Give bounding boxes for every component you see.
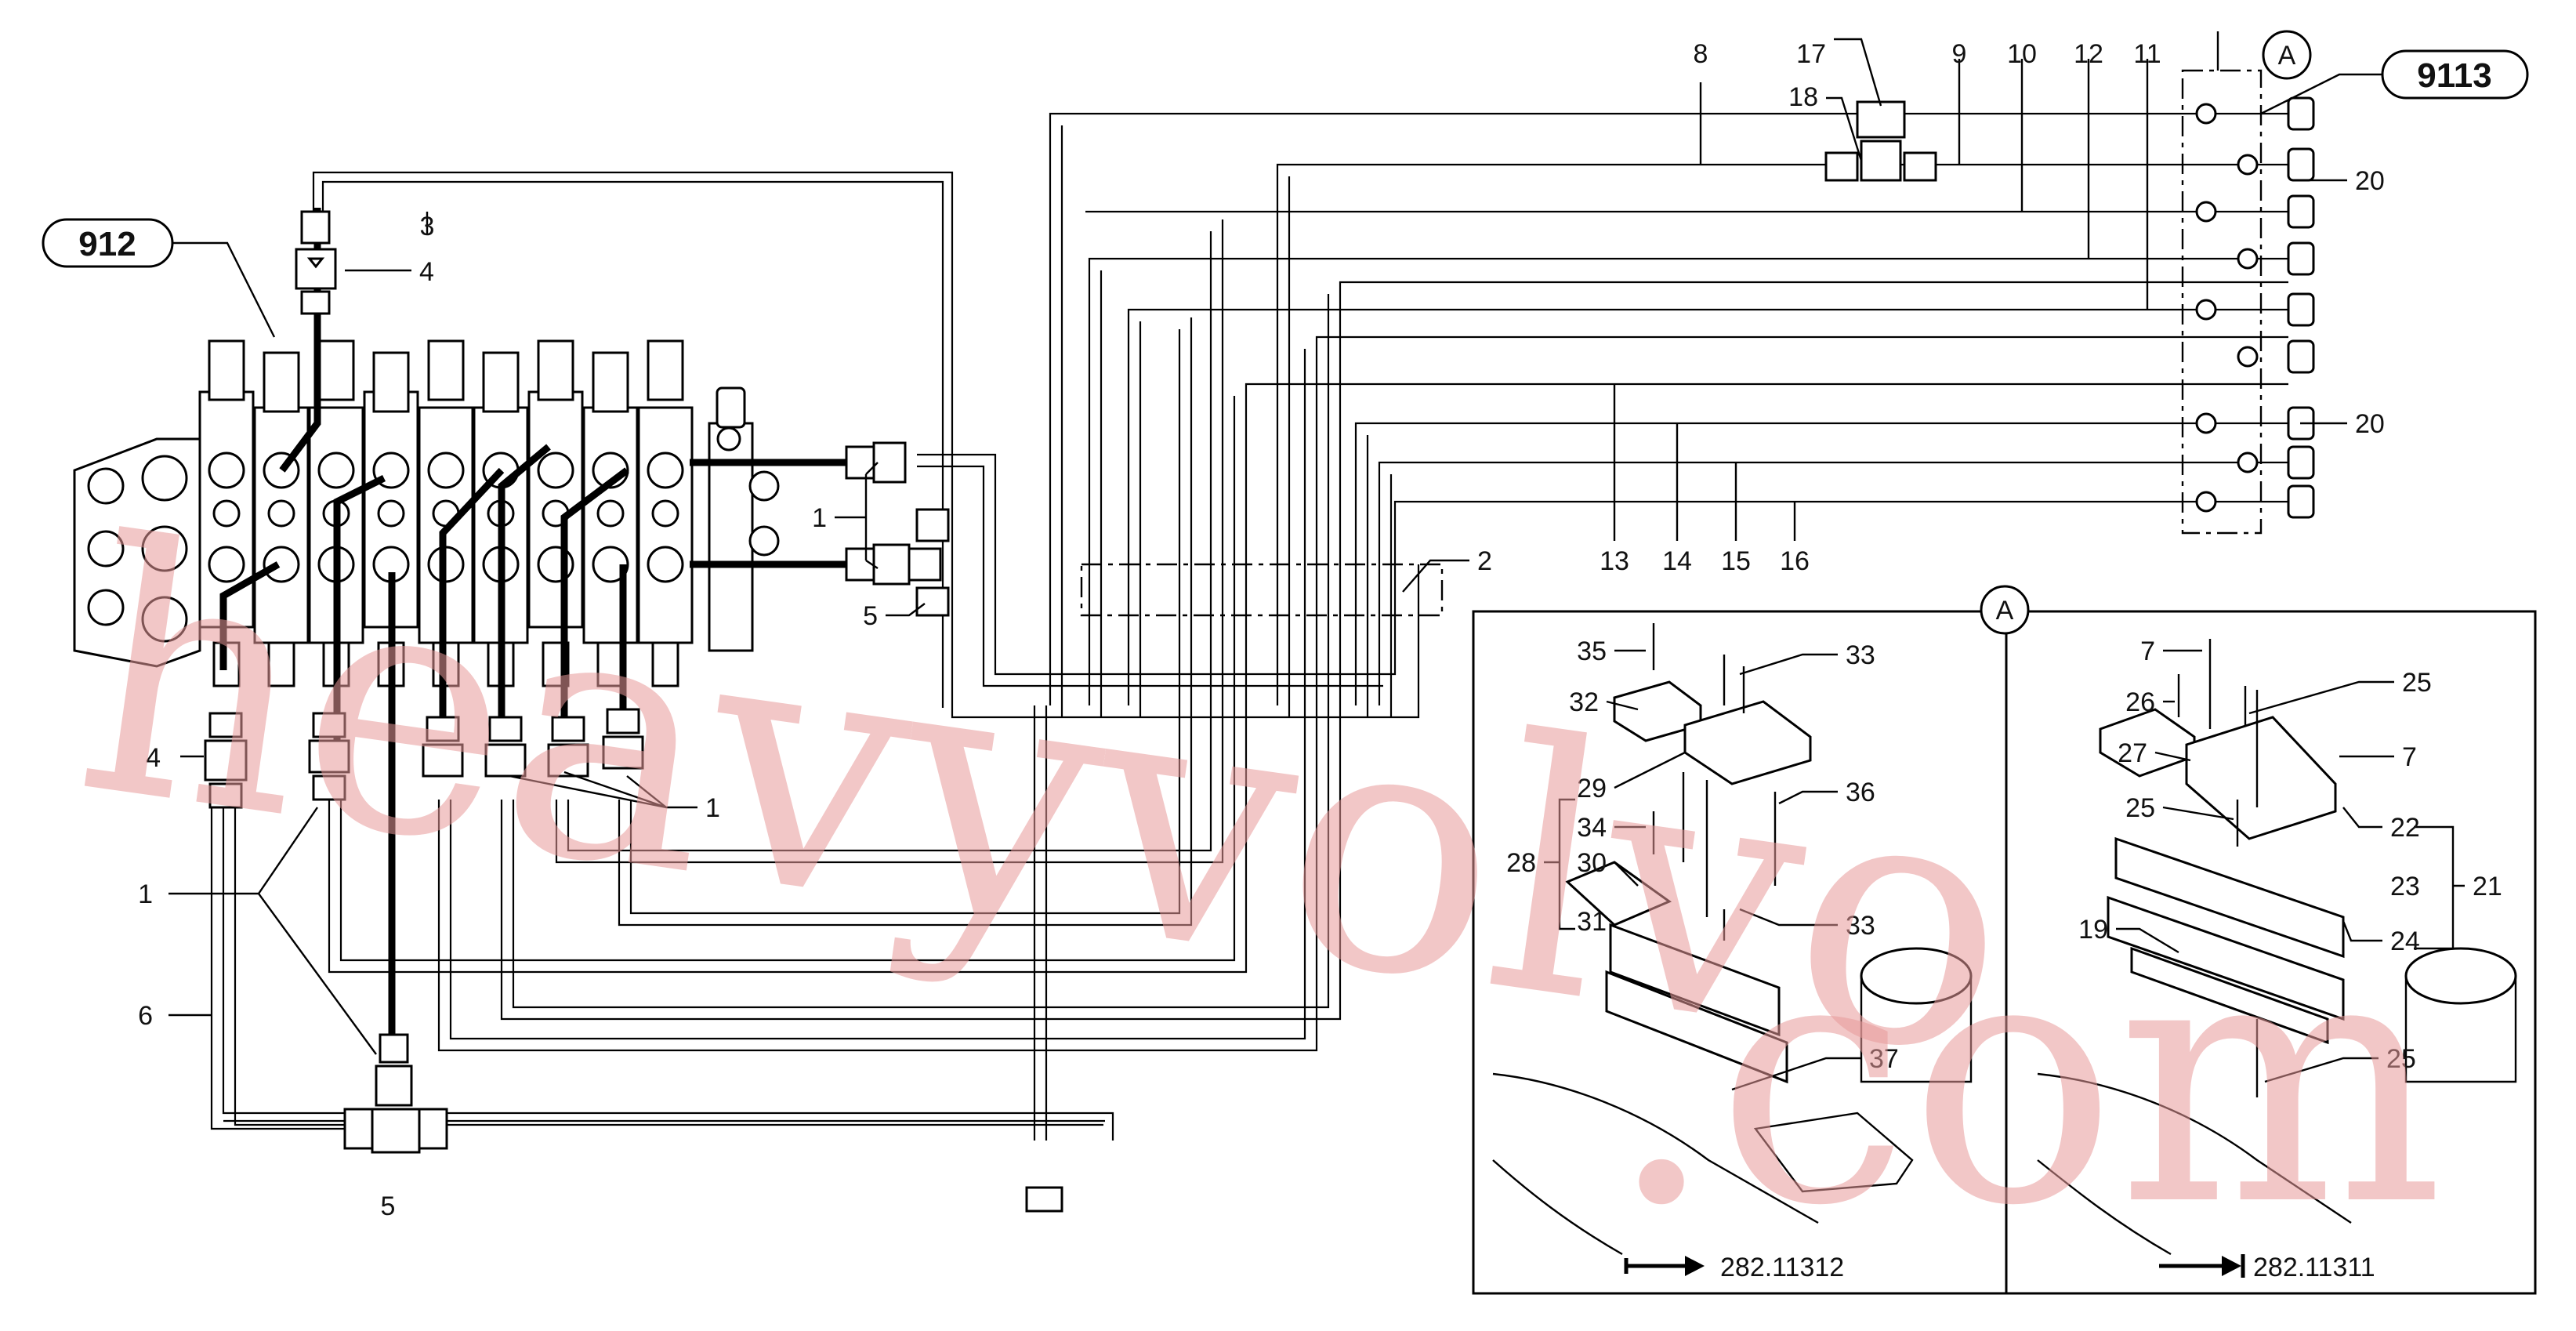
- callout-15: 15: [1721, 546, 1751, 576]
- serial-range-left: 282.11312: [1720, 1253, 1844, 1282]
- hose-routing: [210, 112, 2288, 1141]
- reference-912-label: 912: [78, 225, 136, 263]
- callout-26: 26: [2125, 687, 2155, 717]
- manifold-fitting: [2237, 147, 2315, 182]
- callout-5-right: 5: [863, 601, 878, 631]
- callout-33-top: 33: [1846, 640, 1875, 670]
- callout-28: 28: [1506, 848, 1536, 878]
- manifold-outline: [2181, 69, 2263, 535]
- callout-12: 12: [2074, 39, 2103, 69]
- callout-1-left: 1: [138, 879, 153, 909]
- manifold-fitting: [2195, 292, 2315, 327]
- callout-30: 30: [1577, 848, 1607, 878]
- manifold-fitting: [2195, 194, 2315, 229]
- serial-range-right: 282.11311: [2253, 1253, 2375, 1282]
- callout-leaders: [168, 38, 2465, 1091]
- callout-2: 2: [1477, 546, 1492, 576]
- callout-1-right: 1: [812, 503, 827, 533]
- valve-section: [363, 351, 419, 687]
- callout-13: 13: [1600, 546, 1629, 576]
- callout-8: 8: [1694, 39, 1708, 69]
- manifold-fitting: [2237, 445, 2315, 480]
- callout-7-right: 7: [2402, 742, 2417, 772]
- manifold-fitting: [2237, 241, 2315, 276]
- callout-34: 34: [1577, 813, 1607, 843]
- detail-a-marker: [2262, 30, 2312, 80]
- callout-27: 27: [2118, 738, 2147, 768]
- valve-section: [582, 351, 639, 687]
- callout-10: 10: [2007, 39, 2037, 69]
- detail-a-panel: A 2: [1472, 585, 2537, 1295]
- manifold-fitting: [2195, 96, 2315, 131]
- fittings: [204, 96, 2315, 1213]
- callout-22: 22: [2390, 813, 2420, 843]
- watermark: heavyvolvo .com: [60, 467, 2444, 1281]
- detail-a-panel-label: A: [1996, 596, 2014, 626]
- callout-33-bottom: 33: [1846, 911, 1875, 941]
- callout-36: 36: [1846, 778, 1875, 807]
- callout-19: 19: [2078, 915, 2108, 945]
- watermark-line2: .com: [1607, 879, 2444, 1281]
- callout-16: 16: [1780, 546, 1810, 576]
- valve-section: [198, 339, 255, 687]
- callout-17: 17: [1796, 39, 1826, 69]
- callout-20-bottom: 20: [2355, 409, 2385, 439]
- callout-25-top: 25: [2402, 668, 2432, 698]
- manifold-fitting: [2237, 339, 2315, 374]
- callout-24: 24: [2390, 927, 2420, 956]
- callout-35: 35: [1577, 636, 1607, 666]
- callout-31: 31: [1577, 907, 1607, 937]
- reference-9113: 9113: [2260, 49, 2529, 115]
- callout-14: 14: [1662, 546, 1692, 576]
- callout-numbers: 3 4 4 1 5 1 6 5 1 8 17 18 9 10 12 11 20 …: [138, 39, 2502, 1221]
- callout-3: 3: [420, 212, 435, 241]
- callout-20-top: 20: [2355, 166, 2385, 196]
- callout-23: 23: [2390, 872, 2420, 901]
- callout-4-top: 4: [419, 257, 434, 287]
- reference-9113-label: 9113: [2417, 56, 2491, 95]
- clamp-area-outline: [1080, 563, 1444, 617]
- callout-25-bottom: 25: [2386, 1044, 2416, 1074]
- valve-section: [637, 339, 694, 687]
- manifold-fitting: [2195, 484, 2315, 519]
- callout-5-bottom: 5: [381, 1191, 396, 1221]
- callout-21: 21: [2473, 872, 2502, 901]
- callout-11: 11: [2133, 39, 2161, 69]
- callout-6: 6: [138, 1001, 153, 1031]
- detail-a-marker-label: A: [2278, 41, 2296, 71]
- callout-18: 18: [1788, 82, 1818, 112]
- callout-9: 9: [1952, 39, 1967, 69]
- callout-32: 32: [1569, 687, 1599, 717]
- reference-912: 912: [42, 218, 276, 338]
- callout-37: 37: [1869, 1044, 1899, 1074]
- callout-7-top: 7: [2140, 636, 2155, 666]
- callout-25-mid: 25: [2125, 793, 2155, 823]
- callout-4-left: 4: [146, 743, 161, 773]
- callout-1-bottom: 1: [705, 793, 720, 823]
- callout-29: 29: [1577, 774, 1607, 803]
- pilot-actuators: [219, 208, 854, 1035]
